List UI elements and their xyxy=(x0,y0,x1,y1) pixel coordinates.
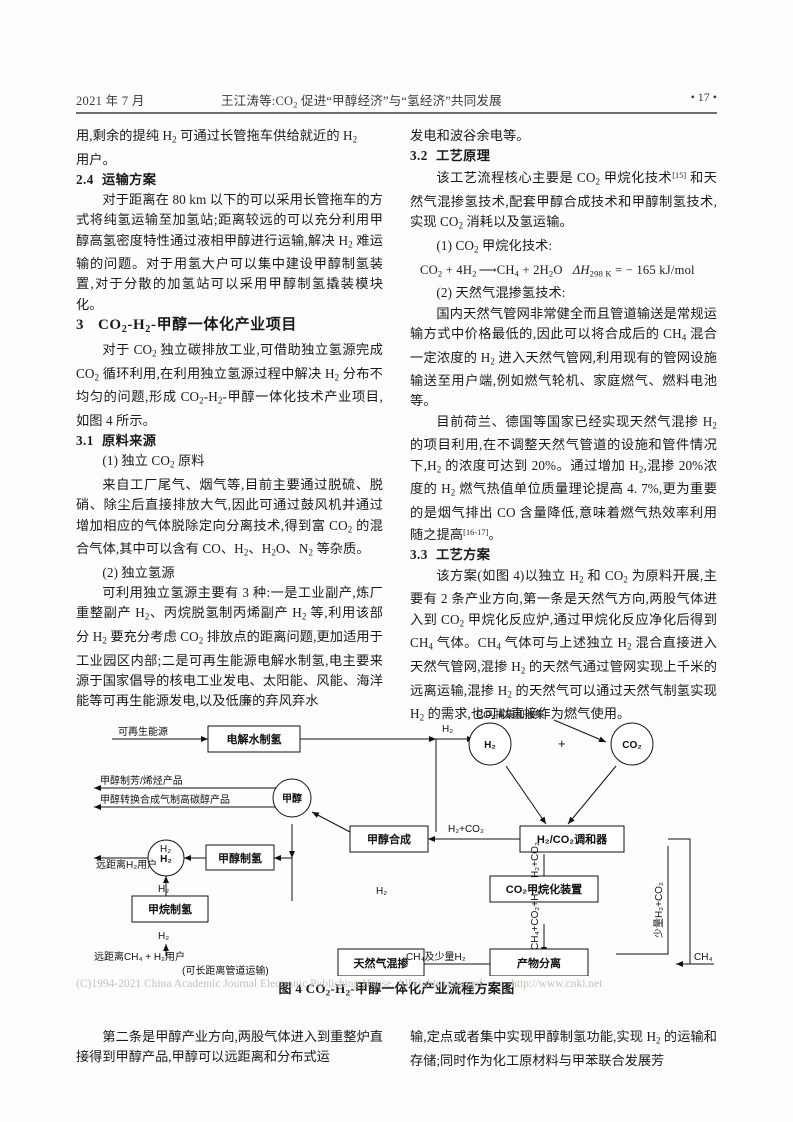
paragraph-2-4: 对于距离在 80 km 以下的可以采用长管拖车的方式将纯氢运输至加氢站;距离较远… xyxy=(76,192,383,312)
list-item-2-right: (2) 天然气混掺氢技术: xyxy=(436,285,566,301)
list-item-2: (2) 独立氢源 xyxy=(102,564,175,580)
flow-arrows xyxy=(94,719,714,967)
label-h2-co2-mixer: H₂/CO₂调和器 xyxy=(537,832,608,846)
bottom-right-paragraph: 输,定点或者集中实现甲醇制氢功能,实现 H2 的运输和存储;同时作为化工原材料与… xyxy=(410,1029,717,1068)
running-head: 2021 年 7 月 王江涛等:CO2 促进“甲醇经济”与“氢经济”共同发展 •… xyxy=(76,88,717,112)
label-h2-mid: H₂ xyxy=(376,886,387,897)
label-h2-left-b: H₂ xyxy=(158,931,169,942)
box-natural-gas-blending xyxy=(337,948,425,976)
box-h2-co2-mixer xyxy=(519,825,625,853)
process-flow-diagram: 电解水制氢 甲醇合成 甲醇制氢 甲烷制氢 天然气混掺 CO₂甲烷化装置 产物分离… xyxy=(94,708,714,976)
paragraph-3-1-1: 来自工厂尾气、烟气等,目前主要通过脱硫、脱硝、除尘后直接排放大气,因此可通过鼓风… xyxy=(76,477,383,558)
process-boxes xyxy=(131,725,625,976)
box-electrolysis xyxy=(207,725,301,753)
label-ch4-right: CH₄ xyxy=(694,952,713,963)
label-methane-to-h2: 甲烷制氢 xyxy=(148,902,192,916)
paragraph-3-3: 该方案(如图 4)以独立 H2 和 CO2 为原料开展,主要有 2 条产业方向,… xyxy=(410,567,718,723)
label-methanol-to-aromatics: 甲醇制芳/烯烃产品 xyxy=(100,774,183,787)
citation-ref-2: [16-17] xyxy=(463,528,489,538)
box-product-separation xyxy=(489,948,589,976)
box-co2-methanation xyxy=(489,875,599,903)
label-co2-circle: CO₂ xyxy=(622,740,641,751)
label-renewable-energy: 可再生能源 xyxy=(118,725,168,738)
paragraph-continuation-2: 用户。 xyxy=(76,151,116,167)
reaction-arrow-icon: ⟶ xyxy=(478,262,497,277)
label-h2-circle-left: H₂ xyxy=(160,854,172,865)
label-h2-circle-top: H₂ xyxy=(484,740,496,751)
flow-connectors xyxy=(291,739,691,964)
label-ch4-co2-h2: CH₄+CO₂+H₂ xyxy=(530,890,541,950)
paragraph-3-intro: 对于 CO2 独立碳排放工业,可借助独立氢源完成 CO2 循环利用,在利用独立氢… xyxy=(76,341,383,428)
process-circles xyxy=(147,722,654,877)
citation-ref: [15] xyxy=(672,171,687,181)
list-item-1: (1) 独立 CO2 原料 xyxy=(102,453,205,470)
box-methanol-to-h2 xyxy=(205,844,275,871)
label-h2-co2-down: H₂+CO₂ xyxy=(530,842,541,878)
paragraph-continuation-right: 发电和波谷余电等。 xyxy=(410,128,530,143)
chemical-equation: CO2 + 4H2⟶CH4 + 2H2O ΔH298 K = − 165 kJ/… xyxy=(420,262,695,279)
article-running-title: 王江涛等:CO2 促进“甲醇经济”与“氢经济”共同发展 xyxy=(221,94,502,110)
circle-h2-left xyxy=(147,839,185,877)
circle-h2-top xyxy=(468,722,512,766)
box-methane-to-h2 xyxy=(131,895,209,923)
label-h2-co2-to-synthesis: H₂+CO₂ xyxy=(448,824,484,835)
label-long-distance-h2-user: 远距离H₂用户 xyxy=(96,858,157,871)
bottom-left-paragraph: 第二条是甲醇产业方向,两股气体进入到重整炉直接得到甲醇产品,甲醇可以远距离和分布… xyxy=(76,1029,383,1065)
label-h2-left-c: H₂ xyxy=(158,884,169,895)
box-labels: 电解水制氢 甲醇合成 甲醇制氢 甲烷制氢 天然气混掺 CO₂甲烷化装置 产物分离… xyxy=(148,732,642,970)
figure-caption: 图 4 CO2-H2-甲醇一体化产业流程方案图 xyxy=(278,981,515,998)
label-methanol-to-higher-alcohol: 甲醇转换合成气制高碳醇产品 xyxy=(100,793,230,806)
label-h2-top: H₂ xyxy=(442,724,453,735)
label-co2-methanation: CO₂甲烷化装置 xyxy=(506,882,582,896)
label-electrolysis: 电解水制氢 xyxy=(227,732,282,746)
label-pipeline-note: (可长距离管道运输) xyxy=(182,964,269,976)
paragraph-3-2-3: 目前荷兰、德国等国家已经实现天然气混掺 H2 的项目利用,在不调整天然气管道的设… xyxy=(410,413,717,543)
label-long-distance-ch4-h2-user: 远距离CH₄ + H₂用户 xyxy=(94,950,185,963)
label-ch4-and-small-h2: CH₄及少量H₂ xyxy=(406,951,466,963)
issue-date: 2021 年 7 月 xyxy=(76,94,145,108)
label-methanol-circle: 甲醇 xyxy=(282,792,302,805)
header-divider xyxy=(76,112,717,114)
paragraph-3-1-2: 可利用独立氢源主要有 3 种:一是工业副产,炼厂重整副产 H2、丙烷脱氢制丙烯副… xyxy=(76,585,384,709)
cnki-url: http://www.cnki.net xyxy=(511,978,603,990)
circle-methanol xyxy=(272,778,312,818)
label-product-separation: 产物分离 xyxy=(517,956,561,970)
box-methanol-synthesis xyxy=(349,825,429,853)
label-plus-sign: + xyxy=(558,736,566,751)
figure-4: 电解水制氢 甲醇合成 甲醇制氢 甲烷制氢 天然气混掺 CO₂甲烷化装置 产物分离… xyxy=(76,706,717,1006)
cnki-watermark: (C)1994-2021 China Academic Journal Elec… xyxy=(76,978,603,990)
label-co2-capture: CO₂捕集和收集 xyxy=(476,708,545,721)
label-small-h2-co2: 少量H₂+CO₂ xyxy=(653,882,665,938)
flow-labels: 可再生能源 甲醇制芳/烯烃产品 甲醇转换合成气制高碳醇产品 远距离H₂用户 远距… xyxy=(94,708,713,976)
label-methanol-synthesis: 甲醇合成 xyxy=(367,832,411,846)
label-h2-left-a: H₂ xyxy=(160,844,171,855)
paragraph-continuation: 用,剩余的提纯 H2 可通过长管拖车供给就近的 H2 xyxy=(76,128,358,145)
page-number: • 17 • xyxy=(690,90,717,104)
paragraph-3-2-2: 国内天然气管网非常健全而且管道输送是常规运输方式中价格最低的,因此可以将合成后的… xyxy=(410,305,717,409)
label-methanol-to-h2: 甲醇制氢 xyxy=(218,851,262,865)
list-item-1-right: (1) CO2 甲烷化技术: xyxy=(436,238,553,255)
circle-co2 xyxy=(610,722,654,766)
paragraph-3-2: 该工艺流程核心主要是 CO2 甲烷化技术[15] 和天然气混掺氢技术,配套甲醇合… xyxy=(410,170,717,231)
label-natural-gas-blending: 天然气混掺 xyxy=(354,956,409,970)
